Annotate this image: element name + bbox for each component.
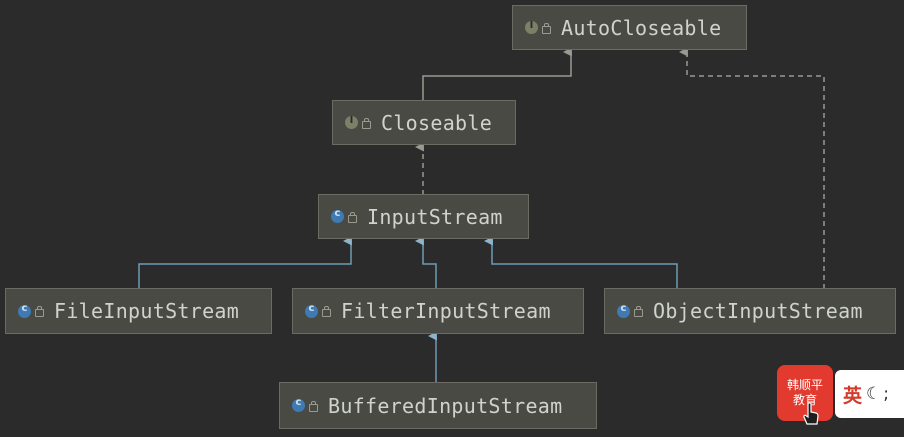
node-objectinputstream[interactable]: ObjectInputStream [604, 288, 896, 334]
node-autocloseable[interactable]: AutoCloseable [512, 5, 747, 50]
node-closeable[interactable]: Closeable [332, 100, 516, 145]
node-label: AutoCloseable [561, 15, 722, 40]
punctuation-toggle[interactable]: ; [883, 384, 889, 404]
node-label: InputStream [367, 204, 503, 229]
edge-fileinputstream-inputstream [138, 236, 352, 289]
edge-filterinputstream-inputstream [414, 236, 437, 289]
logo-line-1: 韩顺平 [786, 378, 823, 392]
node-label: Closeable [381, 110, 493, 135]
class-icon [18, 303, 44, 318]
ime-language-toggle[interactable]: 英 [843, 384, 863, 407]
pointer-cursor-icon [803, 402, 819, 425]
class-icon [292, 397, 318, 412]
interface-icon [525, 20, 551, 34]
ime-status-bar[interactable]: 英 ☾ ; [835, 370, 904, 418]
watermark-logo: 韩顺平 教育 [777, 365, 833, 421]
node-label: ObjectInputStream [653, 299, 863, 323]
node-fileinputstream[interactable]: FileInputStream [5, 288, 272, 334]
node-inputstream[interactable]: InputStream [318, 194, 529, 239]
node-bufferedinputstream[interactable]: BufferedInputStream [279, 382, 597, 429]
node-label: BufferedInputStream [328, 393, 563, 418]
moon-icon[interactable]: ☾ [866, 384, 882, 404]
class-icon [305, 303, 331, 318]
edge-objectinputstream-inputstream [483, 236, 678, 289]
node-label: FilterInputStream [341, 299, 551, 323]
class-icon [617, 303, 643, 318]
node-filterinputstream[interactable]: FilterInputStream [292, 288, 584, 334]
edge-closeable-autocloseable [422, 47, 572, 101]
class-icon [331, 208, 357, 223]
interface-icon [345, 115, 371, 129]
node-label: FileInputStream [54, 299, 240, 323]
edge-objectinputstream-autocloseable [678, 47, 825, 289]
